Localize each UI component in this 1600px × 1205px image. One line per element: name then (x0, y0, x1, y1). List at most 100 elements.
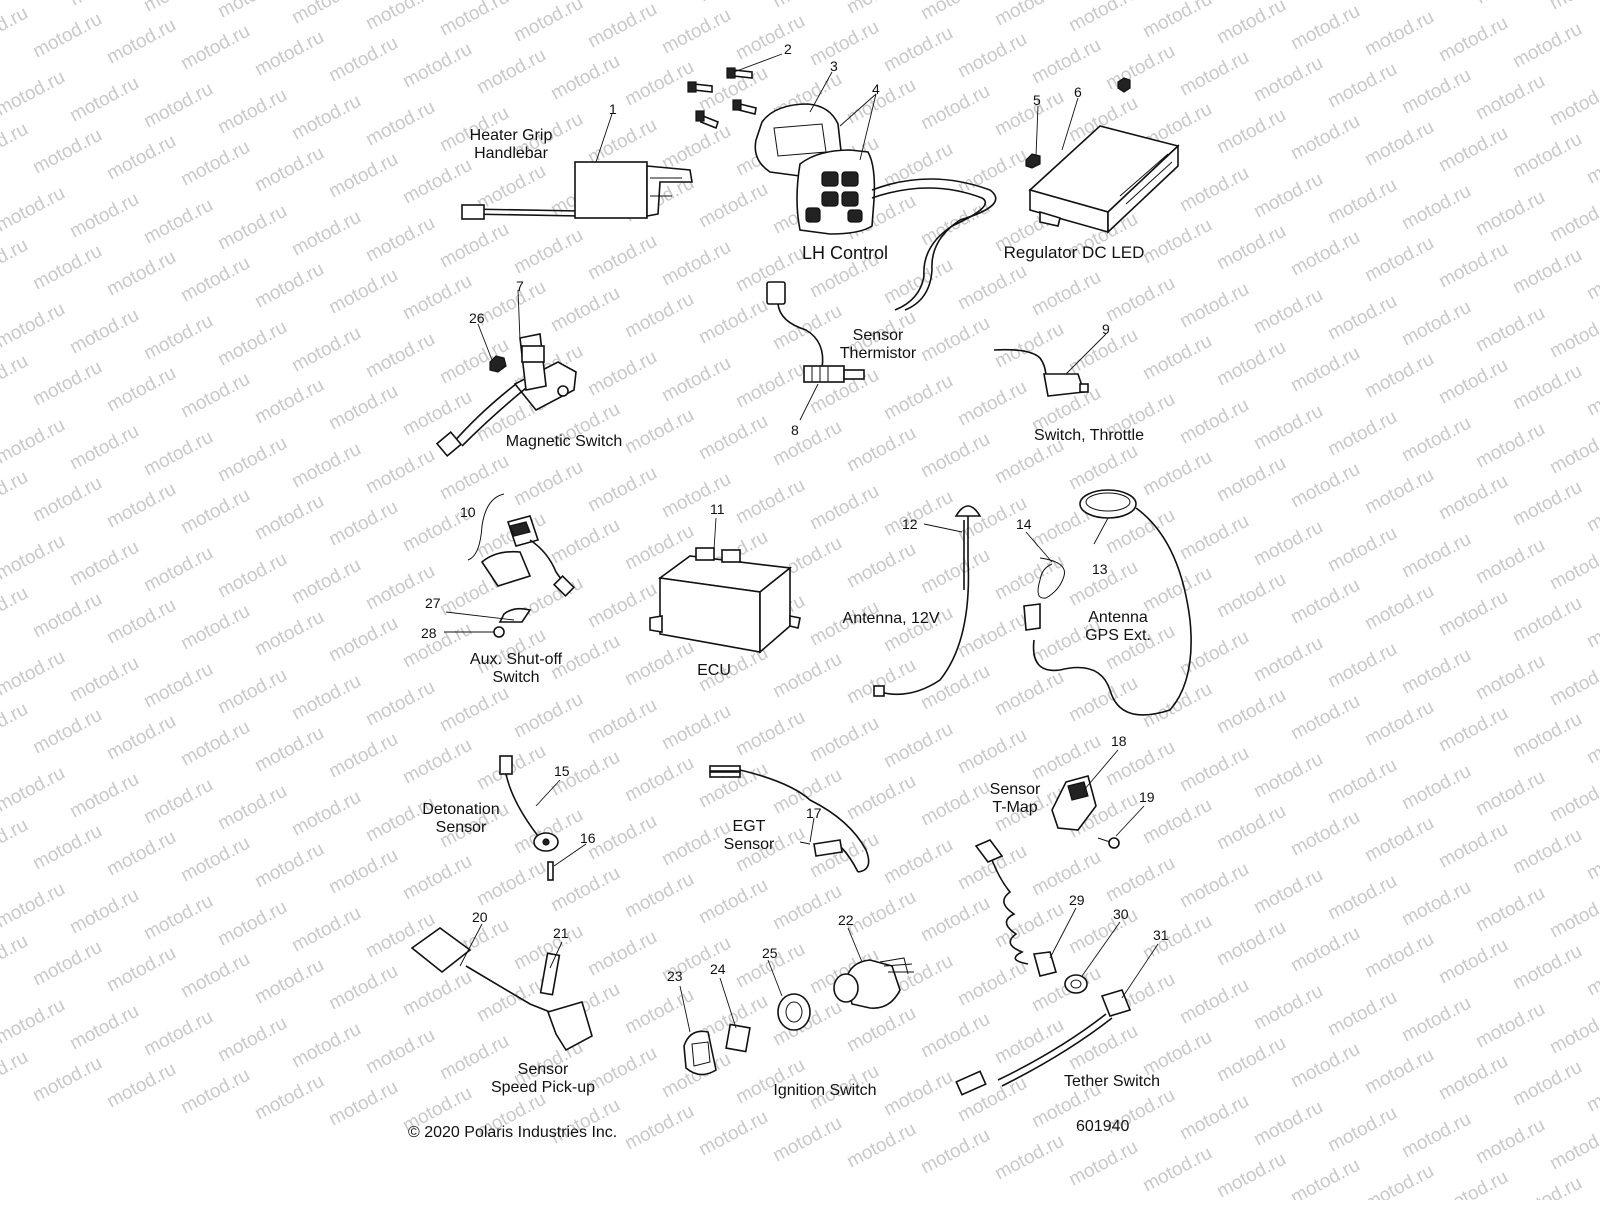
callout-3: 3 (830, 59, 838, 73)
watermark-text: motod.ru (251, 607, 327, 661)
watermark-text: motod.ru (1398, 0, 1474, 2)
watermark-text: motod.ru (1361, 1161, 1437, 1200)
watermark-text: motod.ru (917, 545, 993, 599)
regulator-label: Regulator DC LED (994, 244, 1154, 262)
watermark-text: motod.ru (399, 387, 475, 441)
watermark-text: motod.ru (66, 305, 142, 359)
watermark-text: motod.ru (473, 45, 549, 99)
watermark-text: motod.ru (1213, 801, 1289, 855)
watermark-text: motod.ru (1176, 1091, 1252, 1145)
watermark-text: motod.ru (1546, 773, 1600, 827)
watermark-text: motod.ru (0, 931, 32, 985)
watermark-text: motod.ru (1398, 65, 1474, 119)
watermark-text: motod.ru (1398, 529, 1474, 583)
watermark-text: motod.ru (1398, 297, 1474, 351)
sensor-thermistor-label: Sensor Thermistor (828, 327, 928, 363)
watermark-text: motod.ru (140, 775, 216, 829)
watermark-text: motod.ru (140, 891, 216, 945)
watermark-text: motod.ru (658, 5, 734, 59)
watermark-text: motod.ru (0, 995, 69, 1049)
callout-20: 20 (472, 910, 488, 924)
watermark-text: motod.ru (362, 329, 438, 383)
sensor-thermistor-label-line1: Sensor (828, 327, 928, 345)
watermark-text: motod.ru (214, 201, 290, 255)
sensor-speed-label-line2: Speed Pick-up (478, 1079, 608, 1097)
watermark-text: motod.ru (251, 491, 327, 545)
watermark-text: motod.ru (954, 261, 1030, 315)
watermark-text: motod.ru (547, 283, 623, 337)
watermark-text: motod.ru (288, 207, 364, 261)
watermark-text: motod.ru (66, 885, 142, 939)
callout-18: 18 (1111, 734, 1127, 748)
watermark-text: motod.ru (1583, 135, 1600, 189)
watermark-text: motod.ru (769, 1113, 845, 1167)
watermark-text: motod.ru (1435, 13, 1511, 67)
watermark-text: motod.ru (584, 463, 660, 517)
watermark-text: motod.ru (103, 711, 179, 765)
watermark-text: motod.ru (66, 769, 142, 823)
watermark-text: motod.ru (1028, 847, 1104, 901)
watermark-text: motod.ru (0, 531, 69, 585)
watermark-text: motod.ru (1472, 651, 1548, 705)
watermark-text: motod.ru (658, 121, 734, 175)
watermark-text: motod.ru (1176, 279, 1252, 333)
heater-grip-label: Heater Grip Handlebar (448, 127, 574, 163)
watermark-text: motod.ru (584, 927, 660, 981)
watermark-text: motod.ru (214, 549, 290, 603)
watermark-text: motod.ru (584, 347, 660, 401)
watermark-text: motod.ru (1250, 981, 1326, 1035)
watermark-text: motod.ru (0, 0, 69, 4)
watermark-text: motod.ru (843, 1119, 919, 1173)
watermark-text: motod.ru (1361, 813, 1437, 867)
watermark-text: motod.ru (103, 247, 179, 301)
watermark-text: motod.ru (214, 0, 290, 22)
watermark-text: motod.ru (288, 671, 364, 725)
watermark-text: motod.ru (584, 115, 660, 169)
watermark-text: motod.ru (177, 21, 253, 75)
watermark-text: motod.ru (214, 665, 290, 719)
watermark-text: motod.ru (1472, 1115, 1548, 1169)
watermark-text: motod.ru (103, 479, 179, 533)
watermark-text: motod.ru (177, 485, 253, 539)
watermark-text: motod.ru (880, 1067, 956, 1121)
watermark-text: motod.ru (1213, 0, 1289, 48)
watermark-text: motod.ru (917, 0, 993, 24)
watermark-text: motod.ru (806, 17, 882, 71)
watermark-text: motod.ru (1509, 709, 1585, 763)
watermark-text: motod.ru (1213, 1149, 1289, 1200)
watermark-text: motod.ru (843, 75, 919, 129)
watermark-text: motod.ru (251, 259, 327, 313)
antenna-12v-label: Antenna, 12V (836, 610, 946, 628)
watermark-text: motod.ru (991, 899, 1067, 953)
watermark-text: motod.ru (1176, 859, 1252, 913)
watermark-text: motod.ru (1472, 999, 1548, 1053)
watermark-text: motod.ru (1065, 1021, 1141, 1075)
watermark-text: motod.ru (177, 253, 253, 307)
watermark-text: motod.ru (1583, 251, 1600, 305)
watermark-text: motod.ru (214, 781, 290, 835)
watermark-text: motod.ru (1176, 511, 1252, 565)
watermark-text: motod.ru (621, 753, 697, 807)
watermark-text: motod.ru (214, 433, 290, 487)
watermark-text: motod.ru (1509, 19, 1585, 73)
callout-11: 11 (710, 502, 725, 516)
watermark-text: motod.ru (1361, 349, 1437, 403)
watermark-text: motod.ru (29, 125, 105, 179)
watermark-text: motod.ru (29, 1053, 105, 1107)
watermark-text: motod.ru (1213, 569, 1289, 623)
callout-6: 6 (1074, 85, 1082, 99)
watermark-text: motod.ru (1398, 645, 1474, 699)
callout-1: 1 (609, 102, 617, 116)
watermark-text: motod.ru (29, 821, 105, 875)
watermark-text: motod.ru (103, 827, 179, 881)
watermark-text: motod.ru (954, 145, 1030, 199)
watermark-text: motod.ru (1472, 0, 1548, 8)
watermark-text: motod.ru (214, 897, 290, 951)
callout-28: 28 (421, 626, 437, 640)
watermark-text: motod.ru (1398, 993, 1474, 1047)
watermark-text: motod.ru (1139, 447, 1215, 501)
watermark-text: motod.ru (1139, 679, 1215, 733)
watermark-text: motod.ru (1250, 401, 1326, 455)
watermark-text: motod.ru (1546, 889, 1600, 943)
watermark-text: motod.ru (103, 131, 179, 185)
